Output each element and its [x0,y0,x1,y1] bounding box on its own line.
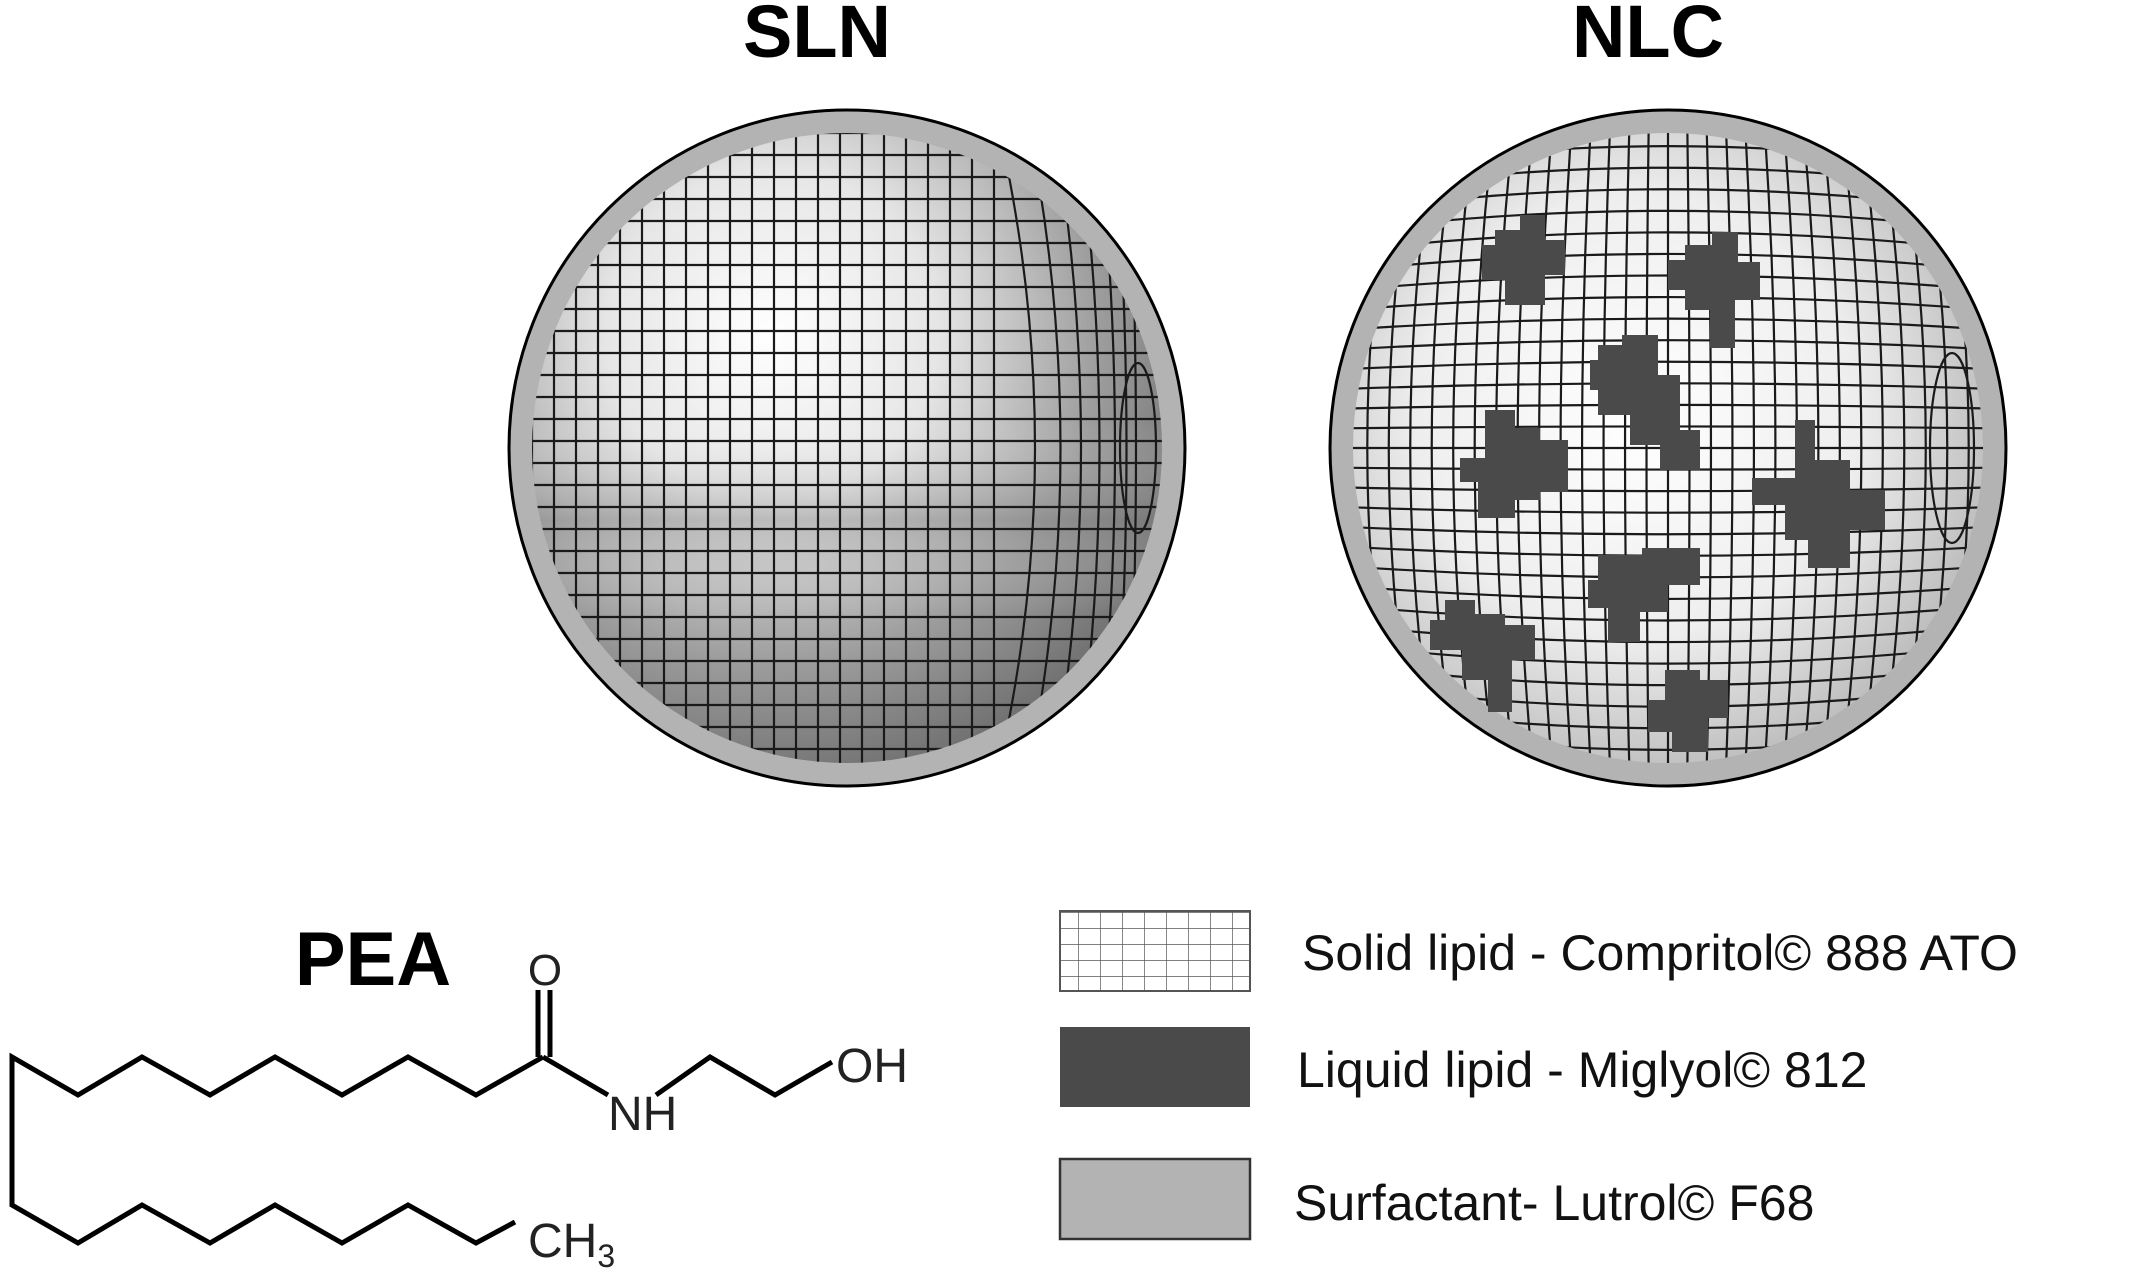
nlc-grid-curve [1602,133,1611,763]
nlc-grid-end-ring [1928,351,1976,545]
pea-molecule: PEA O NH OH CH3 [9,917,908,1274]
nlc-grid-curve [1623,133,1631,763]
sln-solid-lipid-grid [532,133,1162,763]
nlc-liquid-lipid-domain [1482,215,1565,305]
pea-carbon-chain [9,1052,545,1246]
pea-nh-label: NH [608,1088,677,1141]
nlc-liquid-lipid-domain [1590,335,1700,470]
liquid-lipid-swatch [1060,1027,1250,1107]
sln-title: SLN [743,0,891,73]
surfactant-label: Surfactant- Lutrol© F68 [1294,1175,1814,1231]
solid-lipid-swatch [1059,910,1251,992]
pea-ethanol-bonds [654,1054,834,1098]
nlc-liquid-lipid-domain [1430,600,1535,712]
pea-oh-label: OH [836,1040,908,1093]
nlc-grid-curve [1802,133,1820,763]
nlc-grid-curve [1860,133,1884,763]
sln-grid-end-ring [1118,361,1158,535]
nlc-grid-curve [1580,133,1592,763]
pea-ch3-label: CH3 [528,1215,615,1274]
legend: Solid lipid - Compritol© 888 ATO Liquid … [1058,910,2018,1241]
nlc-liquid-lipid-domains [1430,215,1885,752]
nlc-grid-curve [1841,133,1863,763]
liquid-lipid-label: Liquid lipid - Miglyol© 812 [1297,1042,1867,1098]
nlc-liquid-lipid-domain [1460,410,1568,518]
nlc-liquid-lipid-domain [1648,670,1728,752]
nlc-grid-curve [1705,133,1713,763]
sln-particle: SLN [507,0,1187,788]
nlc-grid-curve [1763,133,1777,763]
solid-lipid-label: Solid lipid - Compritol© 888 ATO [1302,925,2018,981]
pea-title: PEA [295,917,451,1002]
legend-item-liquid-lipid: Liquid lipid - Miglyol© 812 [1060,1027,1867,1107]
pea-amide-bond [541,1054,610,1098]
pea-oxygen-label: O [528,946,562,995]
surfactant-swatch [1058,1157,1252,1241]
legend-item-surfactant: Surfactant- Lutrol© F68 [1058,1157,1814,1241]
legend-item-solid-lipid: Solid lipid - Compritol© 888 ATO [1059,910,2018,992]
sln-grid-curve [1028,133,1062,763]
nlc-grid-curve [1645,133,1650,763]
nlc-title: NLC [1572,0,1724,73]
nlc-liquid-lipid-domain [1588,548,1700,642]
nlc-grid-curve [1744,133,1756,763]
nlc-particle: NLC [1328,0,2008,788]
nlc-grid-curve [1822,133,1841,763]
sln-grid-curve [998,133,1037,763]
nlc-grid-curve [1725,133,1734,763]
nlc-liquid-lipid-domain [1668,232,1760,348]
nlc-liquid-lipid-domain [1752,420,1885,568]
sln-shade-band [532,420,1162,620]
